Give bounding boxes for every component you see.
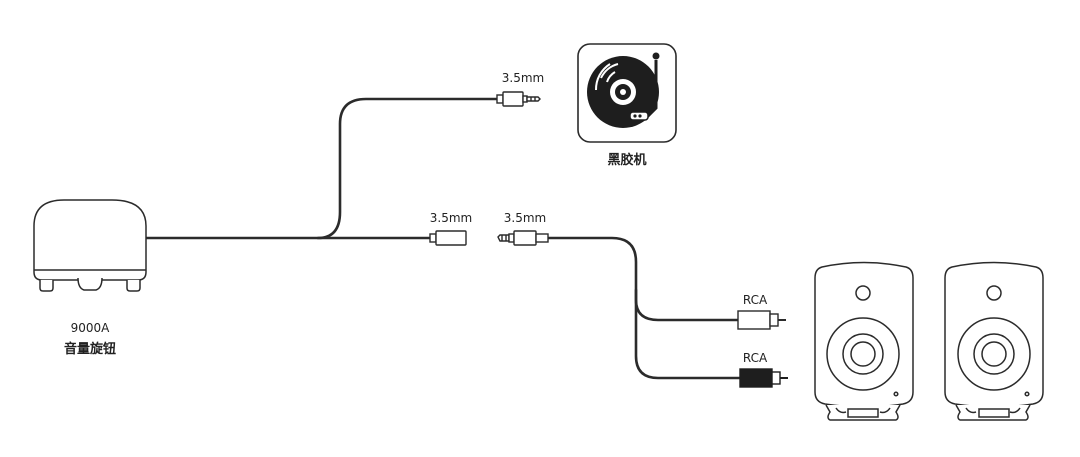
jack-3-5mm-female	[429, 230, 467, 246]
device-name-label: 音量旋钮	[64, 341, 116, 357]
turntable-label: 黑胶机	[607, 152, 646, 168]
rca-plug-black	[739, 368, 788, 388]
cable-rca-2	[634, 288, 742, 380]
speaker-icon	[944, 261, 1044, 421]
device-model-label: 9000A	[71, 321, 111, 335]
rca-bottom-label: RCA	[743, 351, 768, 365]
jack-left-label: 3.5mm	[430, 211, 472, 225]
rca-top-label: RCA	[743, 293, 768, 307]
volume-knob-icon	[33, 199, 147, 292]
cable-rca	[546, 236, 740, 322]
cable-main	[144, 97, 499, 240]
rca-plug-white	[737, 310, 786, 330]
cables	[144, 97, 742, 380]
jack-right-label: 3.5mm	[504, 211, 546, 225]
speaker-icon	[814, 261, 914, 421]
plug-3-5mm-top	[496, 91, 541, 107]
turntable-icon	[577, 43, 677, 143]
top-plug-label: 3.5mm	[502, 71, 544, 85]
plug-3-5mm-right	[497, 230, 549, 246]
